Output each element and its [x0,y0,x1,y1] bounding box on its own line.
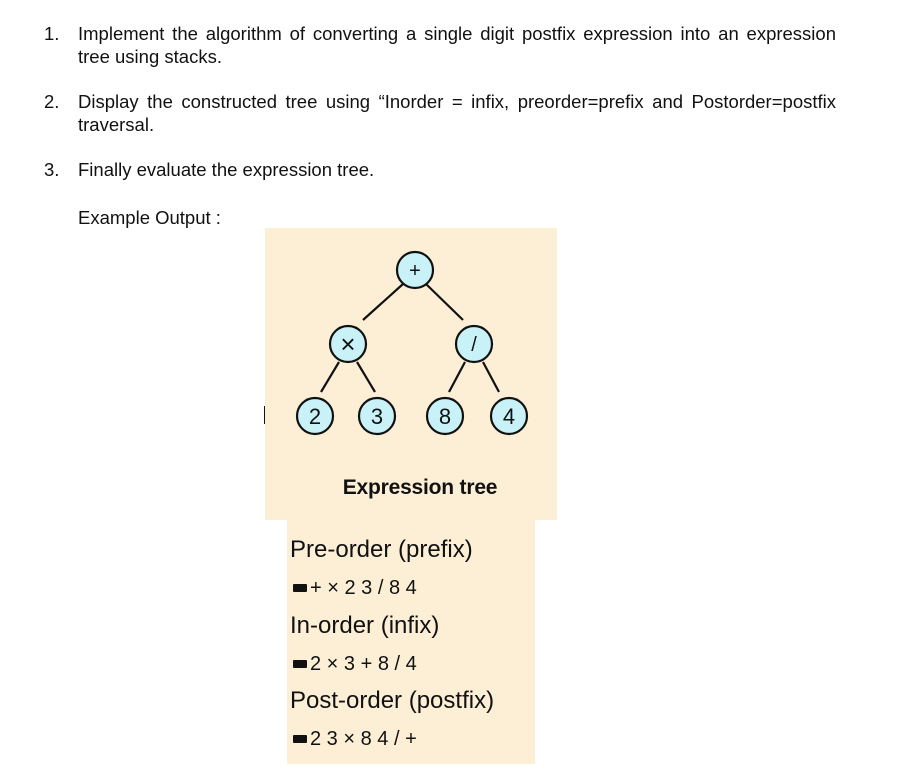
edge-right-rightleft [448,361,466,393]
instruction-number: 1. [44,23,60,44]
instruction-number: 2. [44,91,60,112]
tree-node-right-right: 4 [489,396,529,436]
edge-right-rightright [482,361,500,393]
bullet-icon [293,584,307,592]
instruction-text: Implement the algorithm of converting a … [78,23,836,67]
node-label-root: + [409,260,421,282]
edge-left-leftleft [320,361,340,393]
instruction-text: Display the constructed tree using “Inor… [78,91,836,135]
postorder-row: 2 3 × 8 4 / + [293,727,417,751]
node-label-left: × [340,329,355,359]
instruction-item-2: 2. Display the constructed tree using “I… [44,90,836,136]
instruction-item-3: 3. Finally evaluate the expression tree. [44,158,836,181]
node-label-left-left: 2 [309,404,321,429]
instruction-text: Finally evaluate the expression tree. [78,159,375,180]
example-output-label: Example Output : [78,207,221,228]
inorder-row: 2 × 3 + 8 / 4 [293,652,417,676]
traversal-panel: Pre-order (prefix) + × 2 3 / 8 4 In-orde… [287,520,535,764]
bullet-icon [293,660,307,668]
bullet-icon [293,735,307,743]
node-label-right-left: 8 [439,404,451,429]
expression-tree-diagram: + × / 2 3 8 4 [295,250,529,436]
tree-node-right: / [454,324,494,364]
preorder-sequence: + × 2 3 / 8 4 [310,577,417,599]
edge-root-left [362,283,404,321]
instruction-item-1: 1. Implement the algorithm of converting… [44,22,836,68]
tree-node-left-right: 3 [357,396,397,436]
postorder-sequence: 2 3 × 8 4 / + [310,728,417,750]
tree-node-right-left: 8 [425,396,465,436]
edge-root-right [425,283,464,321]
edge-left-leftright [356,361,376,393]
postorder-heading: Post-order (postfix) [290,687,495,714]
inorder-sequence: 2 × 3 + 8 / 4 [310,653,417,675]
tree-edges [320,283,500,393]
tree-node-left-left: 2 [295,396,335,436]
instruction-number: 3. [44,159,60,180]
node-label-right: / [471,334,477,356]
tree-node-root: + [395,250,435,290]
preorder-heading: Pre-order (prefix) [290,536,473,563]
node-label-right-right: 4 [503,404,515,429]
inorder-heading: In-order (infix) [290,612,440,639]
expression-tree-figure: + × / 2 3 8 4 Expression tree [265,228,557,520]
node-label-left-right: 3 [371,404,383,429]
tree-caption: Expression tree [342,476,498,499]
tree-node-left: × [328,324,368,364]
instruction-list: 1. Implement the algorithm of converting… [44,22,836,181]
preorder-row: + × 2 3 / 8 4 [293,576,417,600]
